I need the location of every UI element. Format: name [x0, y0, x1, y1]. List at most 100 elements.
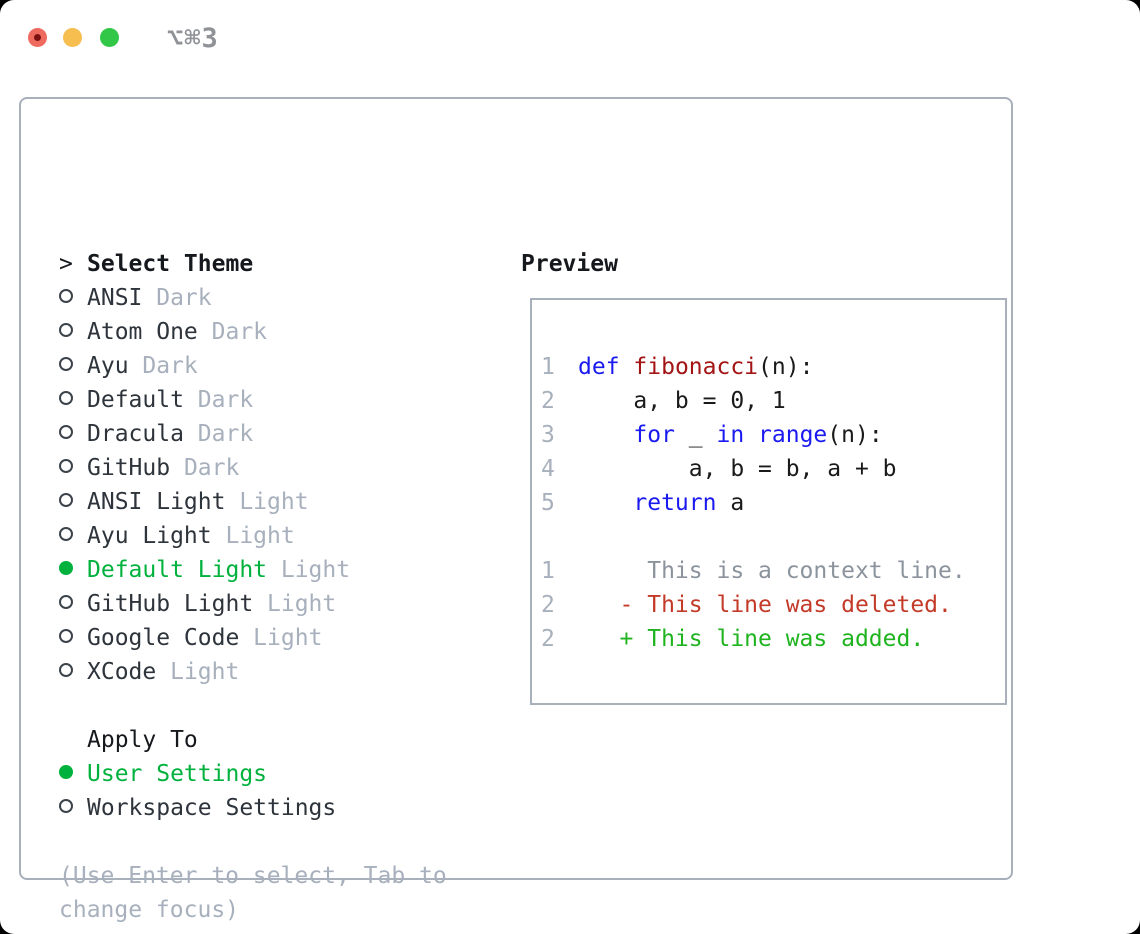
theme-name: Default — [87, 387, 184, 413]
radio-unselected-icon — [59, 595, 73, 609]
radio-unselected-icon — [59, 289, 73, 303]
code-token: a — [716, 490, 745, 516]
theme-variant: Dark — [183, 421, 254, 447]
diff-content: This is a context line. — [578, 558, 966, 584]
select-theme-header: > Select Theme — [59, 247, 447, 281]
zoom-button[interactable] — [100, 28, 119, 47]
line-number: 2 — [541, 388, 555, 414]
theme-name: GitHub Light — [87, 591, 254, 617]
window-shortcut-label: ⌥⌘3 — [167, 23, 219, 54]
theme-option-ayu[interactable]: Ayu Dark — [59, 349, 447, 383]
prompt-caret: > — [59, 251, 73, 277]
radio-selected-icon — [59, 765, 73, 779]
diff-content: + This line was added. — [578, 626, 925, 652]
radio-unselected-icon — [59, 357, 73, 371]
diff-content: - This line was deleted. — [578, 592, 952, 618]
hint-line-2: change focus) — [59, 897, 240, 923]
minimize-button[interactable] — [63, 28, 82, 47]
spacer — [59, 689, 447, 723]
apply-option-workspace-settings[interactable]: Workspace Settings — [59, 791, 447, 825]
preview-code-line: 5 return a — [532, 486, 1005, 520]
radio-unselected-icon — [59, 493, 73, 507]
theme-variant: Dark — [197, 319, 268, 345]
code-token: range — [758, 422, 828, 448]
select-theme-title: Select Theme — [87, 251, 254, 277]
code-token: a, b = 0, 1 — [578, 388, 786, 414]
theme-variant: Dark — [142, 285, 212, 311]
theme-option-ayu-light[interactable]: Ayu Light Light — [59, 519, 447, 553]
theme-variant: Light — [225, 489, 309, 515]
line-number: 4 — [541, 456, 555, 482]
theme-name: Atom One — [87, 319, 198, 345]
theme-variant: Dark — [183, 387, 254, 413]
code-token — [744, 422, 758, 448]
theme-option-default[interactable]: Default Dark — [59, 383, 447, 417]
theme-name: Google Code — [87, 625, 240, 651]
code-token — [620, 354, 634, 380]
theme-option-xcode[interactable]: XCode Light — [59, 655, 447, 689]
theme-name: Ayu — [87, 353, 129, 379]
theme-option-google-code[interactable]: Google Code Light — [59, 621, 447, 655]
preview-diff-line-del: 2 - This line was deleted. — [532, 588, 1005, 622]
code-token: def — [578, 354, 620, 380]
theme-variant: Light — [156, 659, 240, 685]
code-token: a, b = b, a + b — [578, 456, 897, 482]
code-content: a, b = 0, 1 — [578, 388, 786, 414]
radio-unselected-icon — [59, 663, 73, 677]
code-content: a, b = b, a + b — [578, 456, 897, 482]
theme-name: XCode — [87, 659, 157, 685]
code-token: return — [633, 490, 717, 516]
theme-name: Dracula — [87, 421, 184, 447]
code-token — [578, 422, 633, 448]
preview-diff-line-add: 2 + This line was added. — [532, 622, 1005, 656]
close-dot-icon — [34, 34, 41, 41]
apply-option-user-settings[interactable]: User Settings — [59, 757, 447, 791]
theme-option-ansi[interactable]: ANSI Dark — [59, 281, 447, 315]
preview-title: Preview — [521, 251, 618, 277]
radio-unselected-icon — [59, 425, 73, 439]
radio-unselected-icon — [59, 799, 73, 813]
code-token: for — [633, 422, 675, 448]
line-number: 1 — [541, 558, 555, 584]
theme-option-dracula[interactable]: Dracula Dark — [59, 417, 447, 451]
theme-option-github[interactable]: GitHub Dark — [59, 451, 447, 485]
preview-code-line: 3 for _ in range(n): — [532, 418, 1005, 452]
preview-code-line: 4 a, b = b, a + b — [532, 452, 1005, 486]
radio-selected-icon — [59, 561, 73, 575]
preview-code-line: 2 a, b = 0, 1 — [532, 384, 1005, 418]
code-token — [578, 490, 633, 516]
theme-variant: Dark — [170, 455, 240, 481]
radio-unselected-icon — [59, 527, 73, 541]
code-content: return a — [578, 490, 744, 516]
apply-to-title: Apply To — [87, 727, 198, 753]
theme-option-github-light[interactable]: GitHub Light Light — [59, 587, 447, 621]
code-token: (n): — [827, 422, 883, 448]
theme-variant: Light — [267, 557, 351, 583]
theme-variant: Dark — [128, 353, 198, 379]
theme-variant: Light — [253, 591, 337, 617]
preview-blank-line — [532, 520, 1005, 554]
apply-option-label: User Settings — [87, 761, 268, 787]
radio-unselected-icon — [59, 629, 73, 643]
theme-option-atom-one[interactable]: Atom One Dark — [59, 315, 447, 349]
line-number: 3 — [541, 422, 555, 448]
preview-diff-line-ctx: 1 This is a context line. — [532, 554, 1005, 588]
theme-option-default-light[interactable]: Default Light Light — [59, 553, 447, 587]
hint-line-1: (Use Enter to select, Tab to — [59, 863, 447, 889]
radio-unselected-icon — [59, 391, 73, 405]
close-button[interactable] — [28, 28, 47, 47]
code-token: fibonacci — [633, 354, 759, 380]
radio-unselected-icon — [59, 459, 73, 473]
theme-option-ansi-light[interactable]: ANSI Light Light — [59, 485, 447, 519]
radio-unselected-icon — [59, 323, 73, 337]
theme-name: GitHub — [87, 455, 171, 481]
code-content: for _ in range(n): — [578, 422, 883, 448]
apply-option-label: Workspace Settings — [87, 795, 337, 821]
